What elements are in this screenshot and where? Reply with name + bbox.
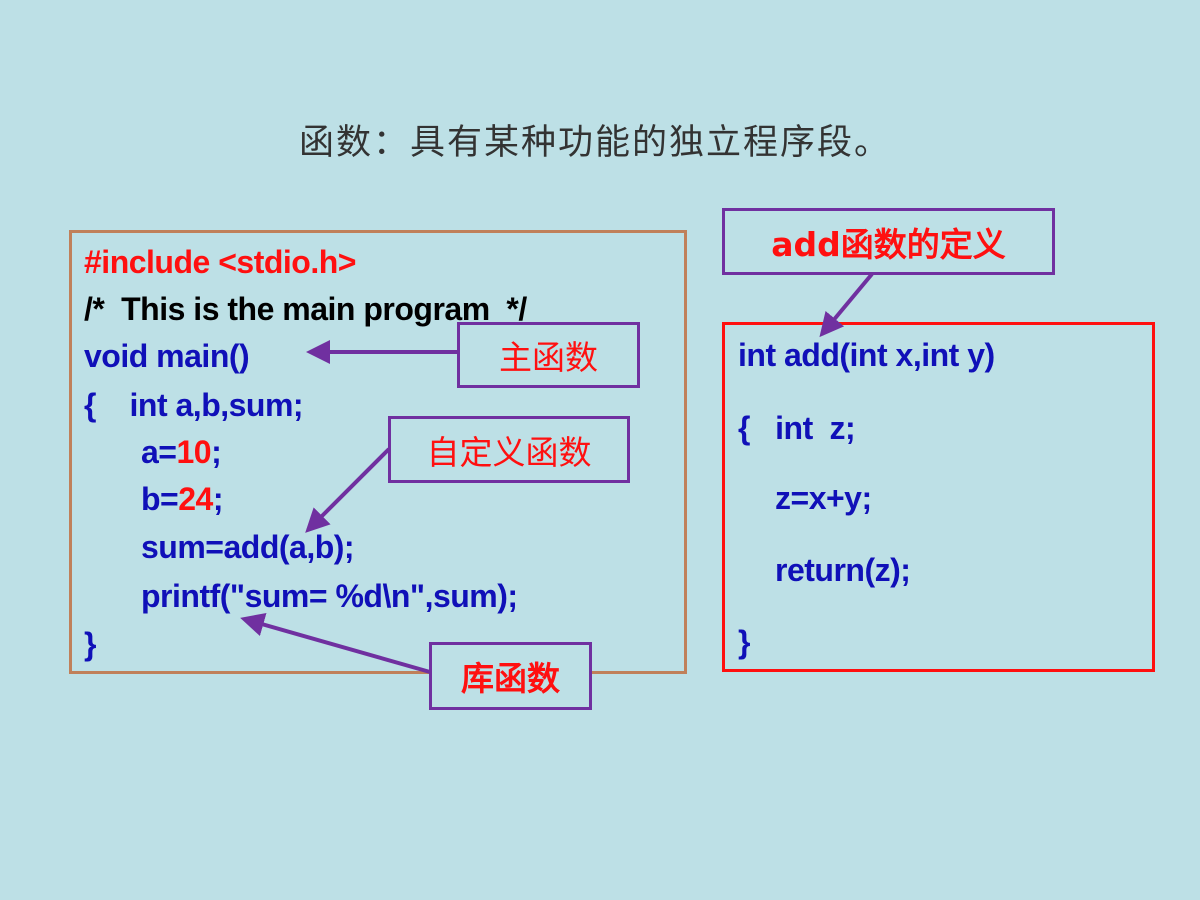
code-assign-b: b=24;: [141, 479, 223, 519]
semicolon: ;: [211, 434, 222, 470]
add-definition-box: [722, 322, 1155, 672]
code-assign-a: a=10;: [141, 432, 222, 472]
code-main-decl: void main(): [84, 338, 250, 374]
add-decl: { int z;: [738, 410, 856, 446]
a-value: 10: [176, 434, 212, 470]
add-signature: int add(int x,int y): [738, 337, 995, 373]
label-library-function: 库函数: [429, 642, 592, 710]
b-prefix: b=: [141, 481, 179, 517]
slide-title: 函数：具有某种功能的独立程序段。: [298, 123, 891, 163]
add-assign: z=x+y;: [775, 480, 872, 516]
label-add-definition: add函数的定义: [722, 208, 1055, 275]
code-brace-close: }: [84, 626, 96, 662]
code-declare-vars: { int a,b,sum;: [84, 387, 304, 423]
label-user-function: 自定义函数: [388, 416, 630, 483]
code-sum-call: sum=add(a,b);: [141, 529, 355, 565]
code-printf: printf("sum= %d\n",sum);: [141, 578, 518, 614]
arrow-add-definition: [819, 272, 874, 338]
label-main-function: 主函数: [457, 322, 640, 388]
code-include: #include <stdio.h>: [84, 244, 356, 280]
arrow-library: [240, 612, 431, 674]
b-value: 24: [178, 481, 213, 517]
semicolon: ;: [212, 481, 224, 517]
add-return: return(z);: [775, 552, 911, 588]
arrow-user-function: [305, 447, 391, 533]
main-program-box: [69, 230, 687, 674]
add-brace-close: }: [738, 624, 750, 660]
a-prefix: a=: [141, 434, 177, 470]
code-comment: /* This is the main program */: [84, 291, 527, 327]
